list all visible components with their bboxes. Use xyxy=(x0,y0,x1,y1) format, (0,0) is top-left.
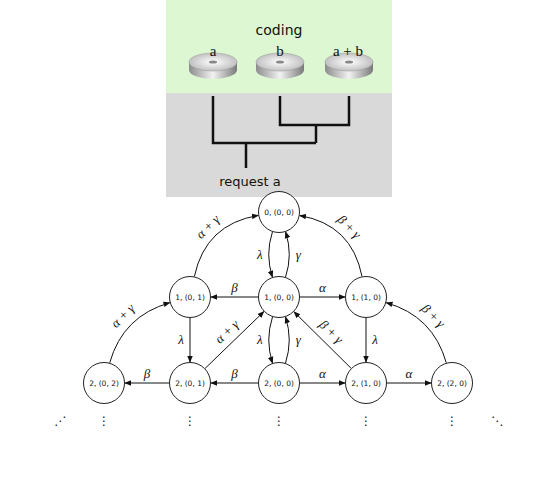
state-label: 2, (0, 2) xyxy=(89,379,119,388)
transition-arrow xyxy=(286,317,290,363)
panel-label: request a xyxy=(219,174,281,189)
continuation-dots: ⋮ xyxy=(184,414,196,428)
rate-label: λ xyxy=(178,332,184,348)
transition-arrow xyxy=(387,383,431,384)
transition-arrow xyxy=(269,232,273,277)
rate-label: β xyxy=(231,366,237,382)
rate-label: β xyxy=(231,280,237,296)
continuation-dots: ⋰ xyxy=(54,414,66,428)
continuation-dots: ⋮ xyxy=(360,414,372,428)
rate-label: α xyxy=(319,280,326,296)
rate-label: λ xyxy=(257,247,263,263)
rate-label: β + γ xyxy=(315,317,345,347)
state-label: 2, (1, 0) xyxy=(351,379,381,388)
transition-arrow xyxy=(300,383,345,384)
panel-label: a xyxy=(210,43,217,60)
state-circle: 2, (1, 0) xyxy=(345,362,387,404)
state-label: 1, (0, 1) xyxy=(175,293,205,302)
rate-label: α xyxy=(406,366,413,382)
transition-arrow xyxy=(366,318,367,362)
state-circle: 1, (1, 0) xyxy=(345,276,387,318)
rate-label: β + γ xyxy=(417,301,447,331)
state-circle: 0, (0, 0) xyxy=(258,191,300,233)
transition-arrow xyxy=(205,312,264,369)
rate-label: γ xyxy=(296,332,301,348)
transition-arrow xyxy=(269,317,273,363)
request-wires xyxy=(213,96,349,168)
state-label: 2, (0, 1) xyxy=(175,379,205,388)
rate-label: α + γ xyxy=(108,301,139,332)
state-circle: 2, (0, 1) xyxy=(169,362,211,404)
request-band xyxy=(166,93,392,197)
state-label: 1, (1, 0) xyxy=(351,293,381,302)
state-label: 1, (0, 0) xyxy=(264,293,294,302)
rate-label: λ xyxy=(257,332,263,348)
transition-arrow xyxy=(125,383,169,384)
state-label: 0, (0, 0) xyxy=(264,208,294,217)
transition-arrow xyxy=(190,318,191,362)
rate-label: α + γ xyxy=(193,212,224,243)
panel-label: b xyxy=(276,43,284,60)
continuation-dots: ⋮ xyxy=(273,414,285,428)
panel-label: a + b xyxy=(333,43,363,60)
state-circle: 1, (0, 1) xyxy=(169,276,211,318)
rate-label: α xyxy=(319,366,326,382)
state-label: 2, (0, 0) xyxy=(264,379,294,388)
state-circle: 2, (0, 2) xyxy=(83,362,125,404)
state-circle: 2, (0, 0) xyxy=(258,362,300,404)
transition-arrow xyxy=(294,312,351,368)
state-circle: 2, (2, 0) xyxy=(431,362,473,404)
transition-arrow xyxy=(300,297,345,298)
continuation-dots: ⋱ xyxy=(491,414,503,428)
rate-label: α + γ xyxy=(211,317,242,347)
transition-arrow xyxy=(286,232,290,277)
coding-band xyxy=(166,0,392,93)
state-circle: 1, (0, 0) xyxy=(258,276,300,318)
panel-label: coding xyxy=(256,22,303,38)
continuation-dots: ⋮ xyxy=(98,414,110,428)
transition-arrow xyxy=(211,383,258,384)
rate-label: γ xyxy=(296,247,301,263)
rate-label: λ xyxy=(372,332,378,348)
rate-label: β xyxy=(144,366,150,382)
state-label: 2, (2, 0) xyxy=(437,379,467,388)
continuation-dots: ⋮ xyxy=(446,414,458,428)
transition-arrow xyxy=(211,297,258,298)
rate-label: β + γ xyxy=(334,212,364,242)
